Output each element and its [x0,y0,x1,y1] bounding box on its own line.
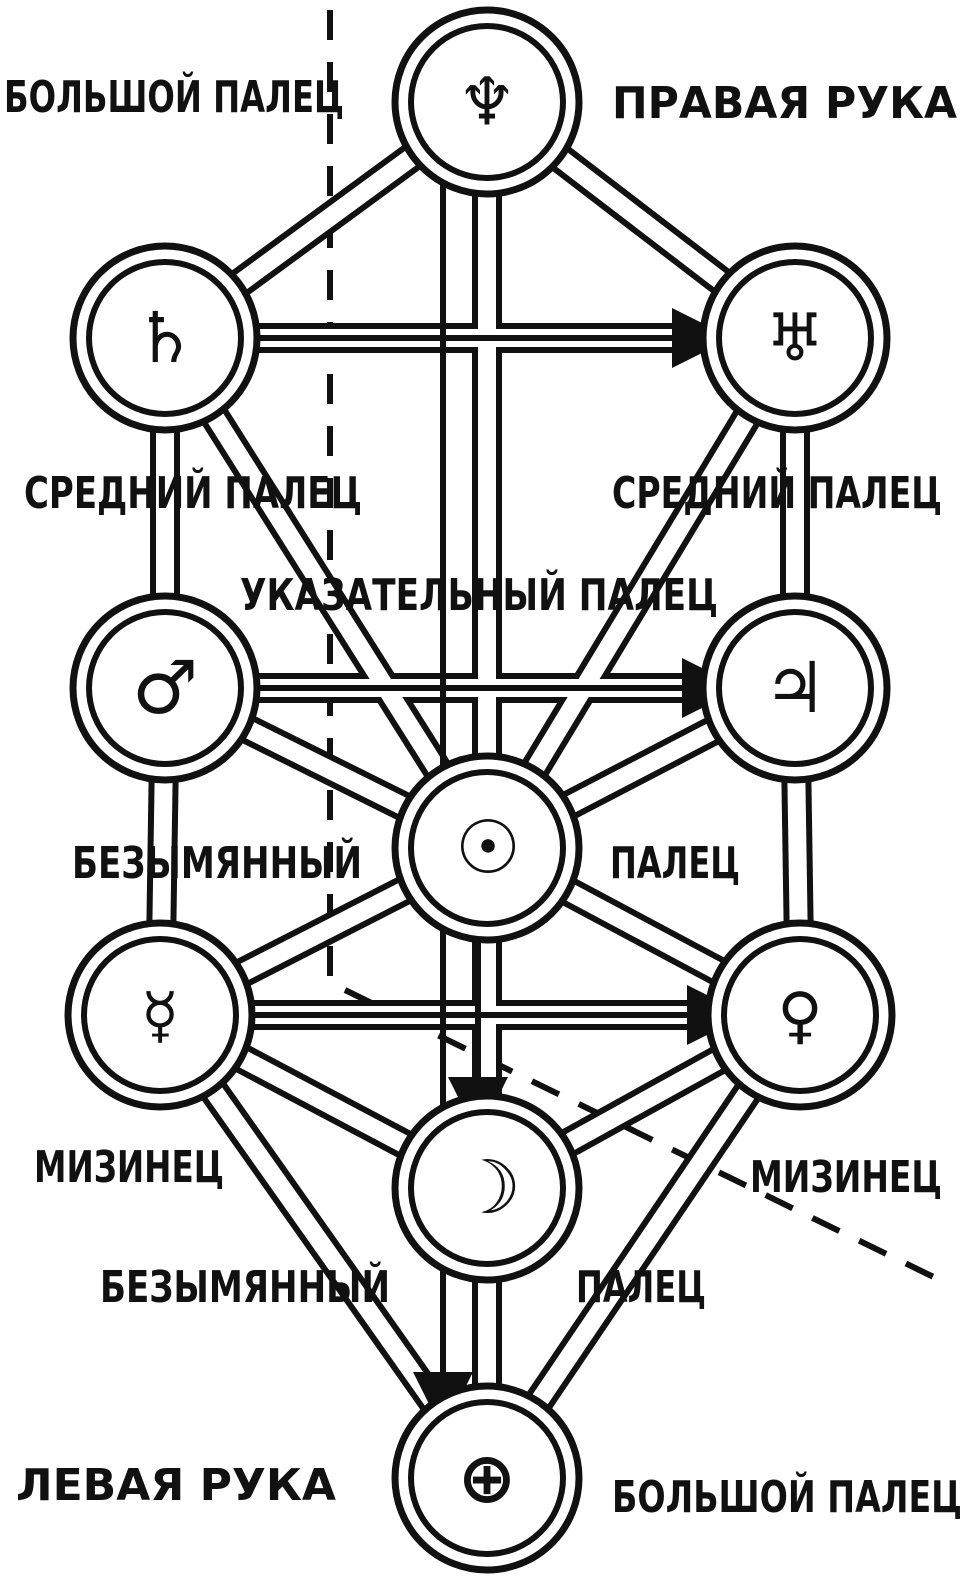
label-right-hand: ПРАВАЯ РУКА [612,78,957,129]
path-inner-uranus-sun [479,333,803,853]
sphere-inner-ring [86,609,244,767]
sun-icon: ☉ [455,805,521,891]
sphere-moon [391,1092,583,1284]
label-ring-bottom-right: ПАЛЕЦ [576,1262,706,1313]
sphere-inner-ring [86,259,244,417]
label-thumb-bottom: БОЛЬШОЙ ПАЛЕЦ [612,1470,962,1523]
jupiter-icon: ♃ [764,647,827,729]
label-pinky-left: МИЗИНЕЦ [34,1142,224,1193]
sphere-inner-ring [408,1399,566,1557]
moon-icon: ☽ [455,1145,521,1231]
sphere-earth [391,1382,583,1574]
label-thumb-top: БОЛЬШОЙ ПАЛЕЦ [4,70,344,123]
sphere-inner-ring [716,259,874,417]
sphere-inner-ring [81,936,239,1094]
sphere-jupiter [699,592,891,784]
sphere-inner-ring [408,1109,566,1267]
label-index: УКАЗАТЕЛЬНЫЙ ПАЛЕЦ [240,568,718,621]
label-ring-bottom-left: БЕЗЫМЯННЫЙ [100,1260,390,1313]
earth-icon: ⊕ [458,1437,517,1519]
label-pinky-right: МИЗИНЕЦ [750,1152,942,1203]
sphere-mercury [64,919,256,1111]
mercury-icon: ☿ [141,979,179,1052]
label-ring-right: ПАЛЕЦ [610,838,740,889]
sphere-venus [704,919,896,1111]
sphere-mars [69,592,261,784]
mars-icon: ♂ [132,645,198,731]
label-middle-right: СРЕДНИЙ ПАЛЕЦ [612,466,942,519]
spheres [64,6,896,1574]
sphere-inner-ring [721,936,879,1094]
sphere-neptune [391,6,583,198]
label-left-hand: ЛЕВАЯ РУКА [16,1460,336,1511]
sphere-uranus [699,242,891,434]
arrows [192,130,747,1432]
label-middle-left: СРЕДНИЙ ПАЛЕЦ [24,466,362,519]
sphere-inner-ring [408,769,566,927]
label-ring-left: БЕЗЫМЯННЫЙ [72,836,362,889]
venus-icon: ♀ [777,979,822,1052]
planet-glyphs: ♆ ♄ ♅ ♂ ♃ ☉ ☿ ♀ ☽ ⊕ [132,64,827,1520]
uranus-icon: ♅ [765,300,824,377]
sphere-sun [391,752,583,944]
finger-labels: БОЛЬШОЙ ПАЛЕЦ ПРАВАЯ РУКА СРЕДНИЙ ПАЛЕЦ … [4,70,962,1523]
neptune-icon: ♆ [457,64,516,141]
sphere-saturn [69,242,261,434]
sphere-inner-ring [716,609,874,767]
saturn-icon: ♄ [134,297,197,379]
sphere-inner-ring [408,23,566,181]
